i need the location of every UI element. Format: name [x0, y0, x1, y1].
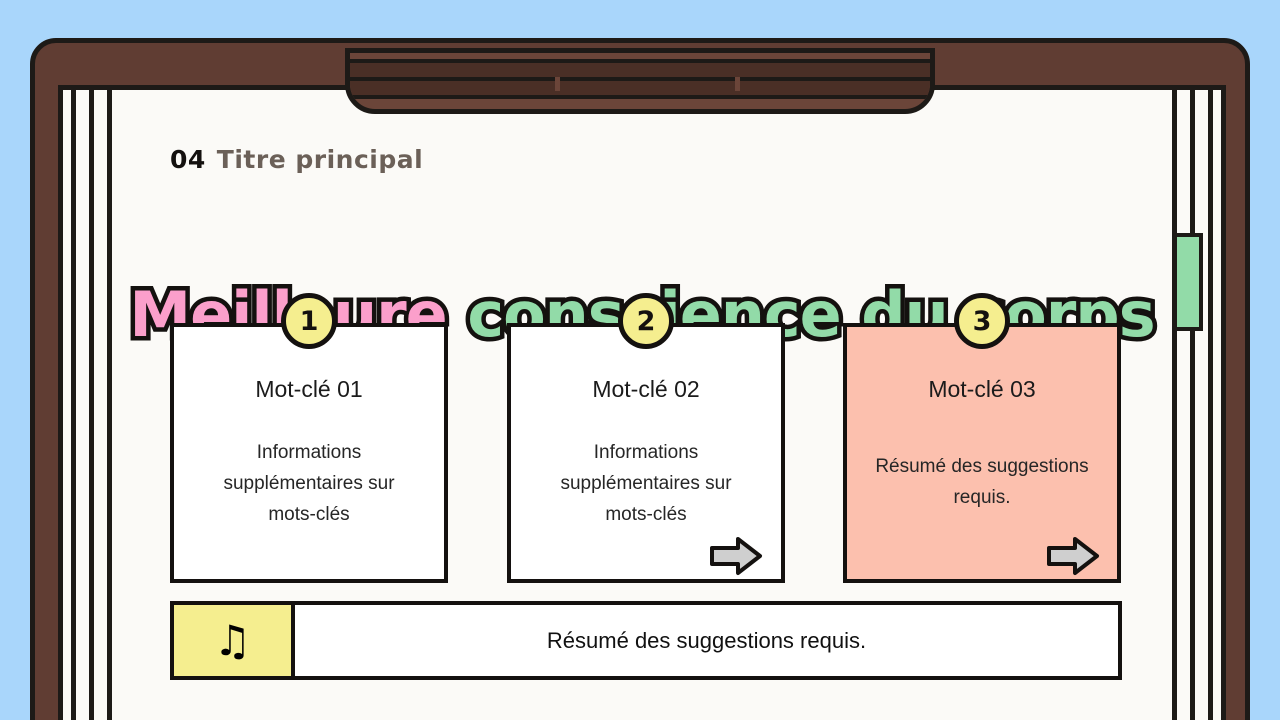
arrow-right-icon: [1047, 537, 1099, 575]
section-label: Titre principal: [216, 145, 424, 174]
section-eyebrow: 04 Titre principal: [170, 145, 423, 174]
clip-notch-right: [735, 77, 740, 91]
music-note-box: ♫: [174, 605, 295, 676]
summary-bar-text: Résumé des suggestions requis.: [546, 627, 867, 653]
music-note-icon: ♫: [213, 615, 252, 665]
keyword-card-1-title: Mot-clé 01: [255, 376, 363, 402]
rule-line: [1172, 90, 1177, 720]
summary-bar[interactable]: ♫ Résumé des suggestions requis.: [170, 601, 1122, 680]
keyword-card-2-title: Mot-clé 02: [592, 376, 700, 402]
keyword-card-row: 1 Mot-clé 01 Informations supplémentaire…: [170, 293, 1122, 583]
keyword-card-1-body: Informations supplémentaires sur mots-cl…: [223, 442, 395, 525]
clipboard-clip: [345, 48, 935, 114]
rule-line: [1190, 90, 1195, 720]
keyword-card-3-title: Mot-clé 03: [928, 376, 1036, 402]
clip-notch-left: [555, 77, 560, 91]
keyword-card-1[interactable]: 1 Mot-clé 01 Informations supplémentaire…: [170, 293, 448, 583]
section-number: 04: [170, 145, 206, 174]
arrow-right-icon: [710, 537, 762, 575]
clip-bar-lower: [350, 77, 930, 99]
paper-sheet: 04 Titre principal Meilleure conscience …: [58, 85, 1226, 720]
rule-line: [89, 90, 94, 720]
rule-line: [107, 90, 112, 720]
rule-line: [71, 90, 76, 720]
step-badge-1: 1: [281, 293, 337, 349]
keyword-card-2-body: Informations supplémentaires sur mots-cl…: [560, 442, 732, 525]
keyword-card-3-body: Résumé des suggestions requis.: [875, 456, 1089, 508]
slide-content: 04 Titre principal Meilleure conscience …: [63, 90, 1221, 720]
step-badge-3: 3: [954, 293, 1010, 349]
step-badge-2: 2: [618, 293, 674, 349]
rule-line: [1208, 90, 1213, 720]
green-side-tab[interactable]: [1173, 233, 1203, 331]
keyword-card-2[interactable]: 2 Mot-clé 02 Informations supplémentaire…: [507, 293, 785, 583]
